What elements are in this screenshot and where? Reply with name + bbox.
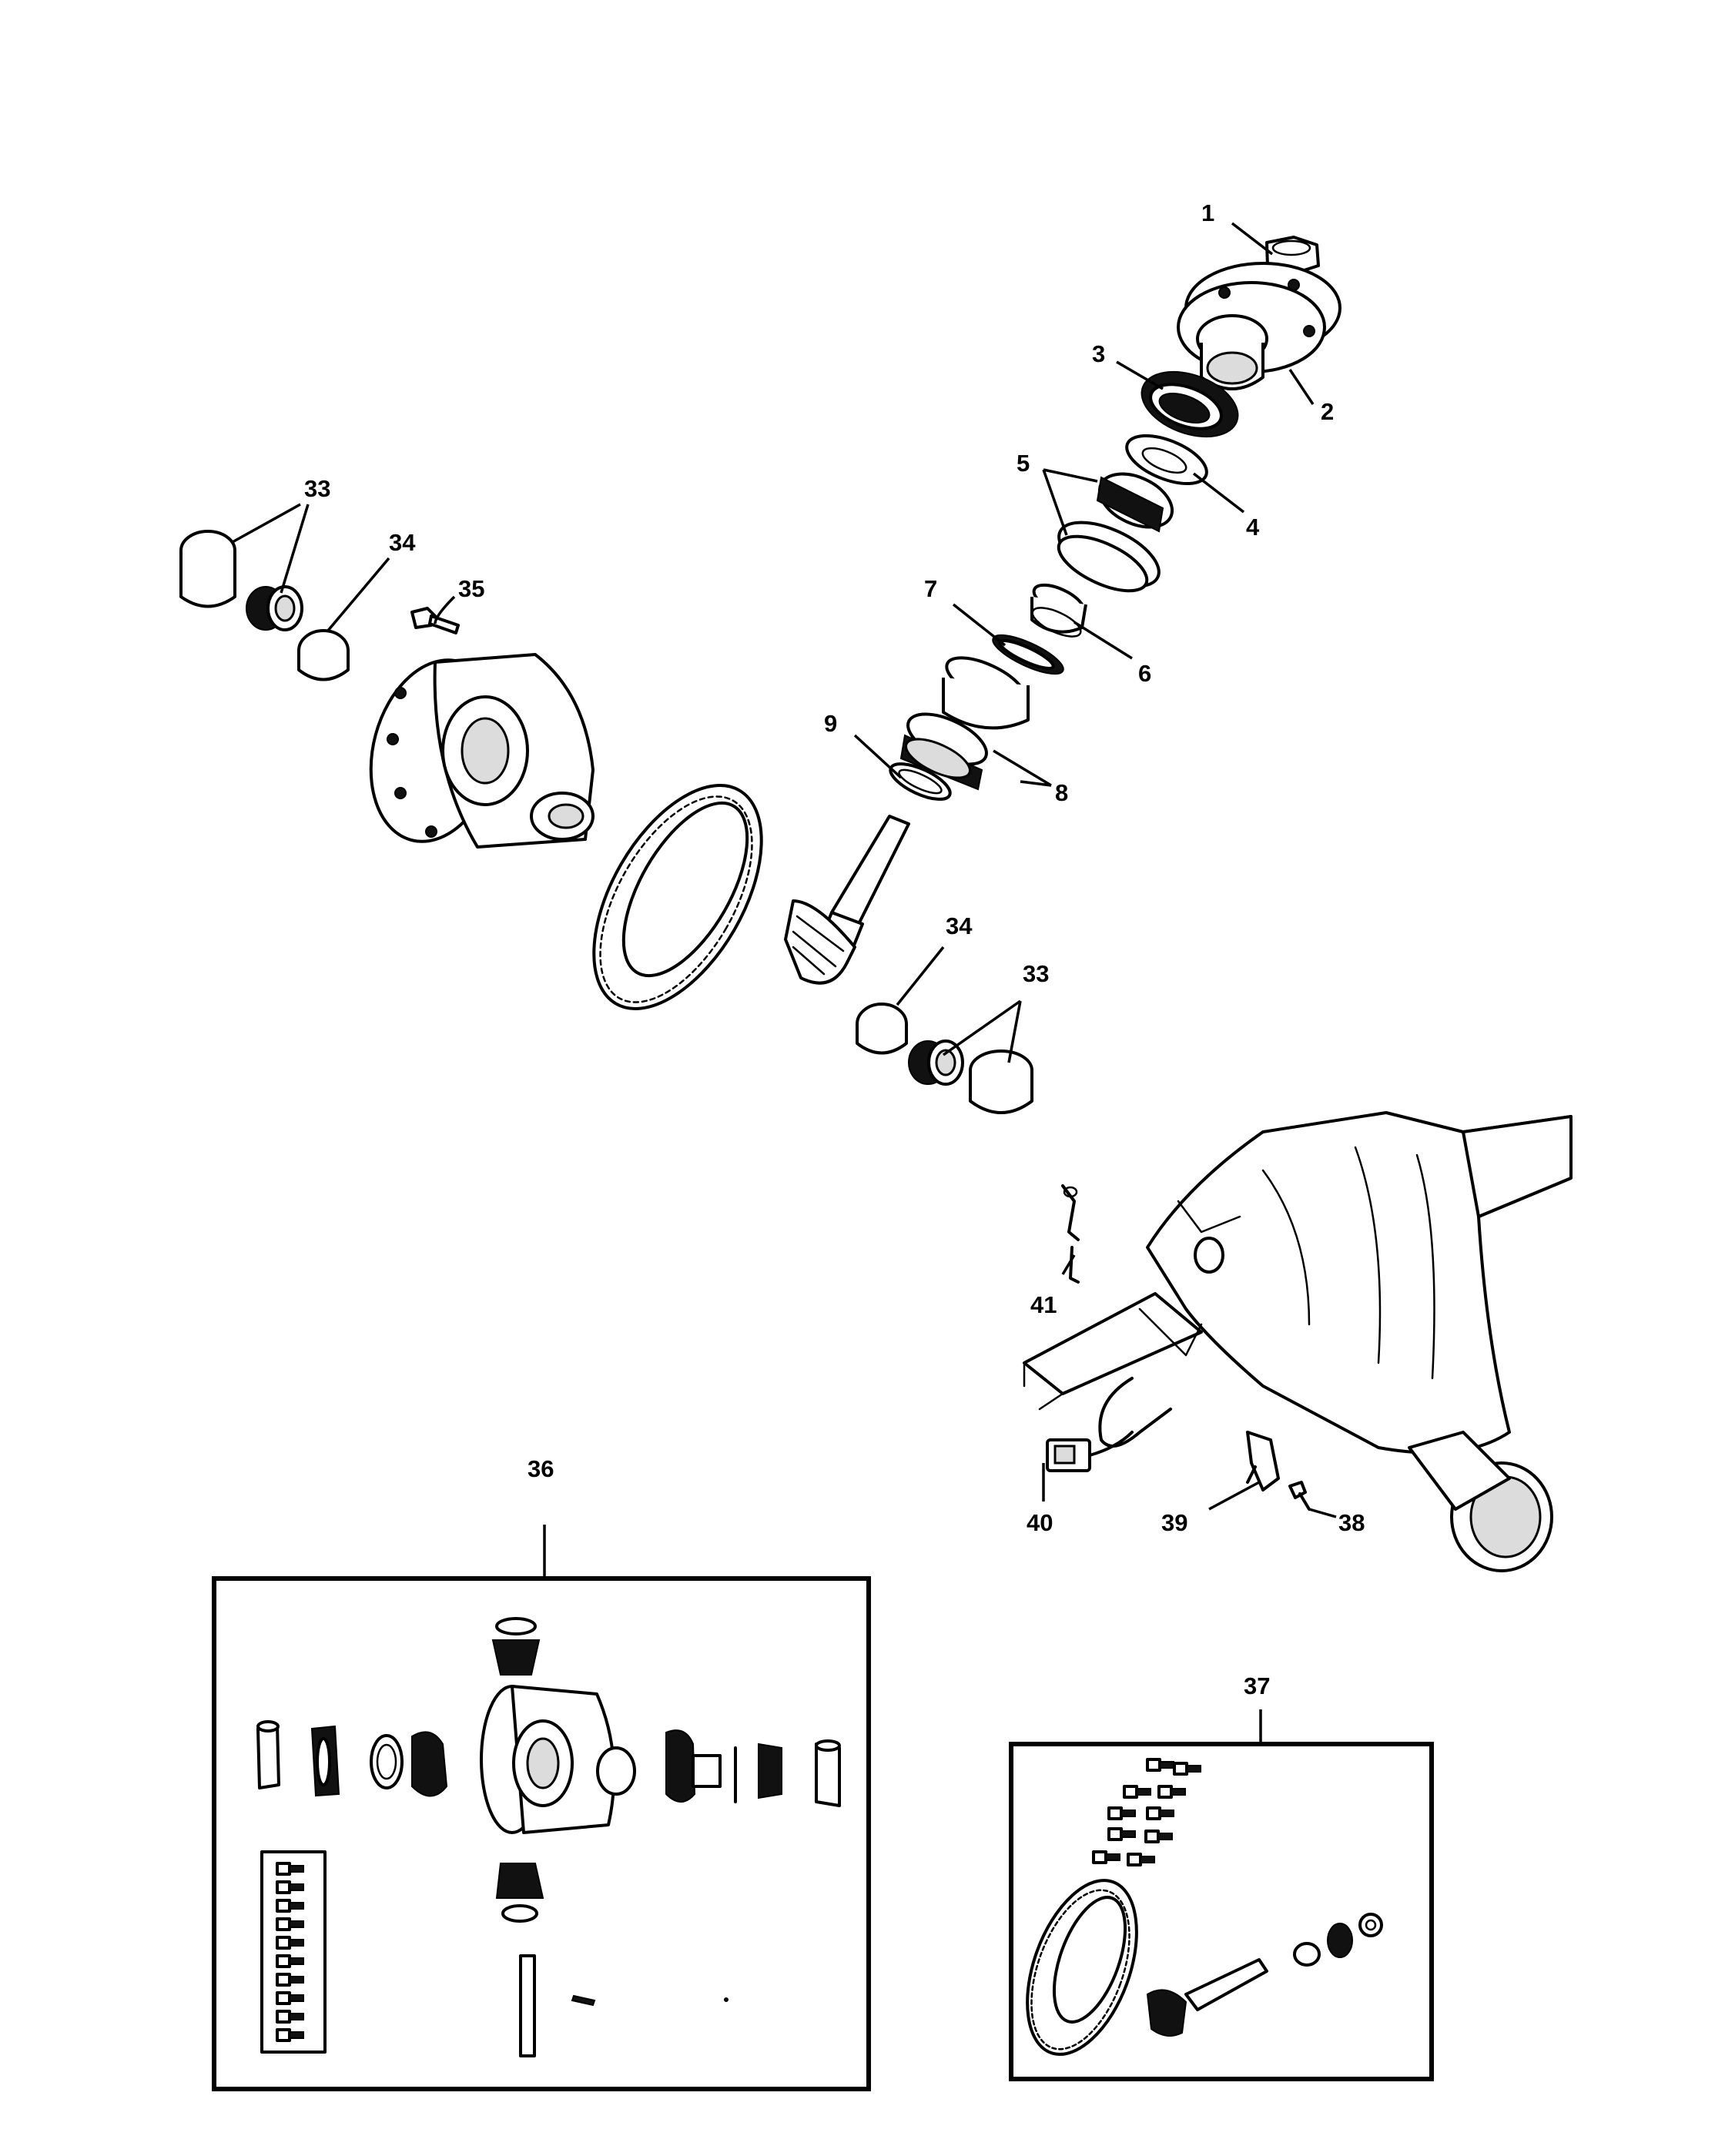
part-38-bolt[interactable] — [1288, 1481, 1311, 1511]
callout-labels: 1 2 3 4 5 6 7 8 9 33 34 35 34 33 36 37 3… — [304, 199, 1365, 1699]
callout-8: 8 — [1055, 779, 1068, 806]
part-6-collapsible-spacer[interactable] — [1029, 579, 1088, 643]
part-34-bearing-shim-left[interactable] — [297, 629, 350, 681]
kit-37-bolt — [1123, 1785, 1151, 1799]
callout-7: 7 — [924, 575, 937, 602]
kit-36-bolt — [276, 1936, 304, 1950]
kit-37-bolt — [1173, 1762, 1201, 1776]
callout-34-upper: 34 — [389, 529, 416, 556]
axle-housing-assembly[interactable] — [1023, 1111, 1573, 1572]
part-33-differential-bearing-right[interactable] — [908, 1040, 1033, 1114]
kit-37-bolt — [1107, 1827, 1136, 1841]
part-2-pinion-yoke[interactable] — [1177, 262, 1341, 390]
callout-37: 37 — [1244, 1672, 1270, 1699]
callout-3: 3 — [1092, 340, 1105, 367]
part-34-bearing-shim-right[interactable] — [856, 1003, 908, 1055]
callout-5: 5 — [1017, 450, 1030, 477]
kit-36-bolt-strip — [276, 1862, 304, 2042]
kit-37-bolt — [1092, 1850, 1120, 1864]
callout-38: 38 — [1338, 1509, 1365, 1536]
part-8-inner-pinion-bearing[interactable] — [899, 648, 1032, 791]
part-40-wiring-harness-connector[interactable] — [1046, 1377, 1172, 1472]
part-33-differential-bearing-left[interactable] — [179, 530, 303, 631]
callout-2: 2 — [1321, 398, 1334, 425]
callout-40: 40 — [1027, 1509, 1053, 1536]
callout-9: 9 — [824, 710, 837, 737]
kit-36-bolt — [276, 1917, 304, 1931]
kit-37-bolts — [1092, 1758, 1201, 1866]
part-39-bracket[interactable] — [1246, 1431, 1280, 1491]
callout-41: 41 — [1030, 1291, 1057, 1318]
kit-36-bolt — [276, 1973, 304, 1987]
part-4-pinion-washer[interactable] — [1120, 426, 1214, 494]
ring-gear[interactable] — [559, 758, 796, 1036]
callout-35: 35 — [458, 575, 484, 602]
part-41-clip[interactable] — [1061, 1184, 1080, 1284]
kit-36-bolt — [276, 1991, 304, 2005]
callout-1: 1 — [1201, 199, 1214, 226]
pinion-gear-shaft[interactable] — [784, 815, 910, 985]
callout-34-lower: 34 — [946, 912, 973, 939]
kit-37-bolt — [1127, 1853, 1155, 1866]
kit-36-box[interactable] — [212, 1576, 871, 2091]
callout-33-upper: 33 — [304, 475, 330, 502]
kit-36-bolt — [276, 1880, 304, 1894]
kit-36-bolt — [276, 1954, 304, 1968]
kit-37-box[interactable] — [1006, 1742, 1434, 2081]
part-3-pinion-seal[interactable] — [1133, 360, 1247, 449]
kit-37-bolt — [1146, 1806, 1174, 1820]
kit-37-bolt — [1146, 1758, 1174, 1772]
callout-4: 4 — [1246, 514, 1260, 541]
kit-36-bolt — [276, 1862, 304, 1876]
kit-36-bolt — [276, 2010, 304, 2024]
callout-39: 39 — [1161, 1509, 1187, 1536]
kit-37-bolt — [1157, 1785, 1186, 1799]
kit-36-bolt — [276, 2028, 304, 2042]
kit-37-bolt — [1144, 1830, 1173, 1843]
callout-36: 36 — [528, 1455, 554, 1482]
callout-6: 6 — [1138, 660, 1151, 687]
kit-37-bolt — [1107, 1806, 1136, 1820]
callout-33-lower: 33 — [1023, 960, 1049, 987]
kit-36-bolt — [276, 1899, 304, 1913]
differential-case[interactable] — [352, 645, 595, 855]
leader-lines — [230, 222, 1337, 1744]
part-5-outer-pinion-bearing[interactable] — [1050, 464, 1181, 602]
